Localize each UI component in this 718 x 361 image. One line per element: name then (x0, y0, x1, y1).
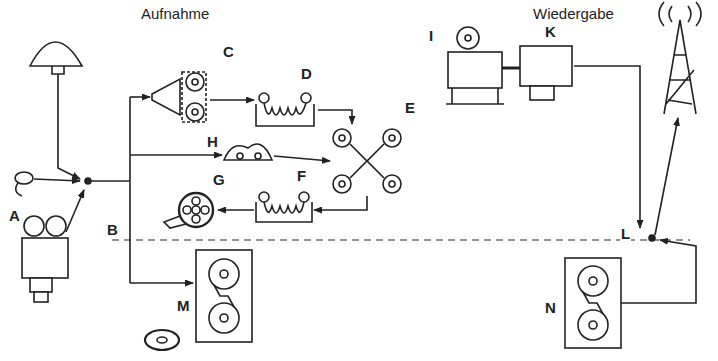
bus-line (129, 97, 131, 283)
junction (649, 235, 655, 241)
funnel (152, 79, 180, 115)
junction (85, 178, 91, 184)
callout-letter: M (176, 298, 191, 313)
tape-player (565, 258, 621, 348)
sound-recorder (224, 144, 272, 160)
wire (66, 190, 84, 232)
tape-recorder (196, 250, 252, 342)
callout-letter: G (212, 172, 226, 187)
callout-letter: I (428, 28, 434, 43)
tape-reel (145, 330, 179, 350)
section-heading: Wiedergabe (532, 6, 615, 21)
cutting-table (350, 144, 384, 178)
callout-letter: E (404, 100, 416, 115)
callout-letter: D (300, 66, 313, 81)
callout-letter: C (222, 44, 235, 59)
divider (112, 239, 690, 240)
copy-machine (256, 202, 312, 222)
reel (186, 103, 204, 121)
callout-letter: L (620, 226, 631, 241)
reel (186, 73, 204, 91)
projector (457, 27, 479, 49)
callout-letter: A (8, 208, 21, 223)
lamp (30, 42, 82, 66)
camera (22, 238, 68, 278)
callout-letter: B (106, 222, 119, 237)
antenna (664, 20, 696, 114)
callout-letter: F (296, 168, 307, 183)
section-heading: Aufnahme (140, 6, 210, 21)
developing-tank (256, 104, 314, 126)
film-reel (179, 193, 213, 227)
wire (91, 180, 130, 182)
wire (34, 179, 80, 181)
wire (58, 74, 80, 179)
lamp-base (52, 66, 64, 74)
callout-letter: H (206, 134, 219, 149)
microphone (15, 172, 33, 184)
tv-camera (520, 46, 572, 86)
callout-letter: K (544, 24, 557, 39)
callout-letter: N (544, 300, 557, 315)
mic-cable (16, 183, 22, 196)
